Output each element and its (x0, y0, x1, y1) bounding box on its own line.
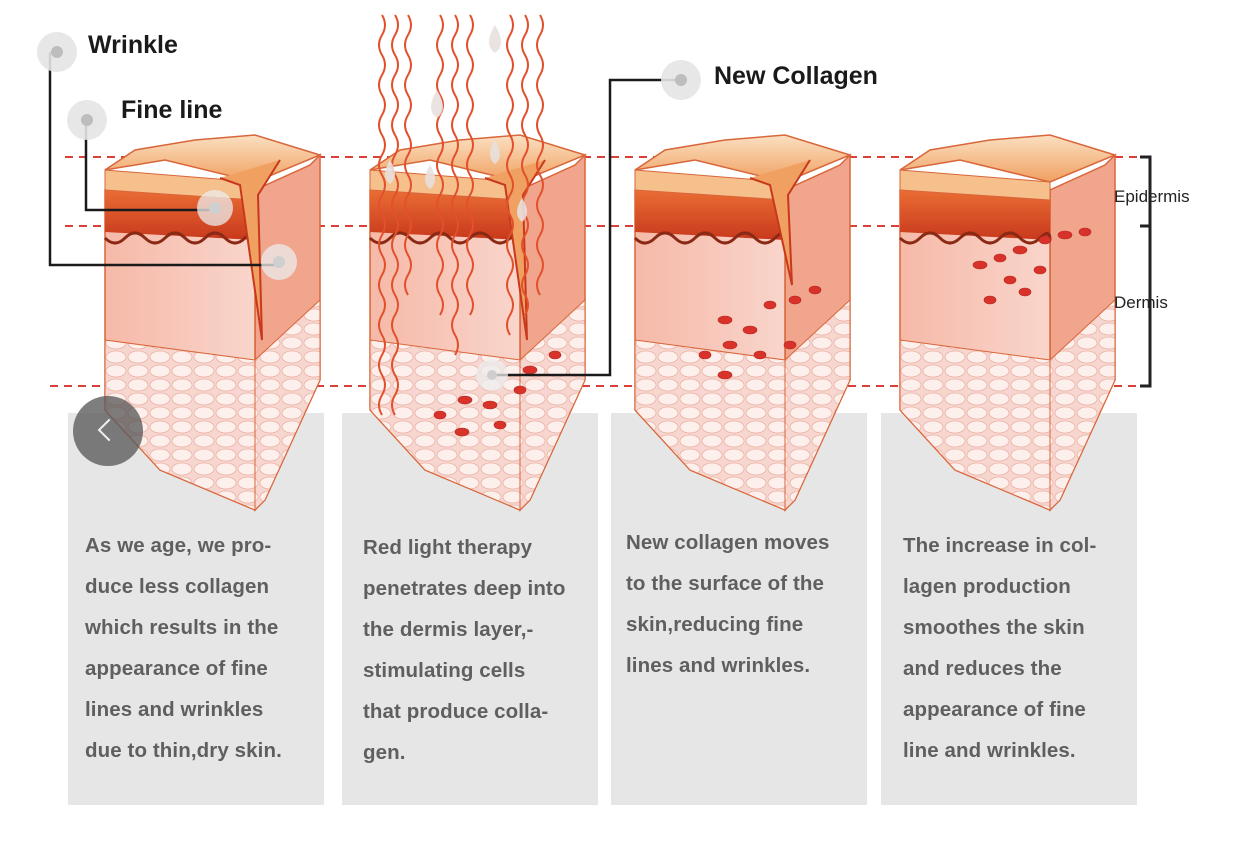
panel-text-therapy: Red light therapy penetrates deep into t… (363, 536, 566, 764)
panel-text-new-collagen: New collagen moves to the surface of the… (626, 531, 830, 677)
callout-markers (37, 32, 701, 391)
new-collagen-label: New Collagen (714, 62, 878, 90)
chevron-left-icon (97, 418, 121, 442)
skin-block-therapy (368, 133, 587, 512)
collagen-cells (433, 227, 1092, 437)
skin-block-new-collagen (633, 133, 852, 512)
wrinkle-label: Wrinkle (88, 31, 178, 59)
dermis-label: Dermis (1114, 293, 1168, 312)
carousel-prev-button[interactable] (73, 396, 143, 466)
fine-line-label: Fine line (121, 96, 223, 124)
epidermis-label: Epidermis (1114, 187, 1190, 206)
red-light-waves (378, 14, 544, 416)
panel-text-aging: As we age, we pro- duce less collagen wh… (85, 534, 282, 762)
panel-text-smooth: The increase in col- lagen production sm… (903, 534, 1097, 762)
skin-block-smooth (898, 133, 1117, 512)
